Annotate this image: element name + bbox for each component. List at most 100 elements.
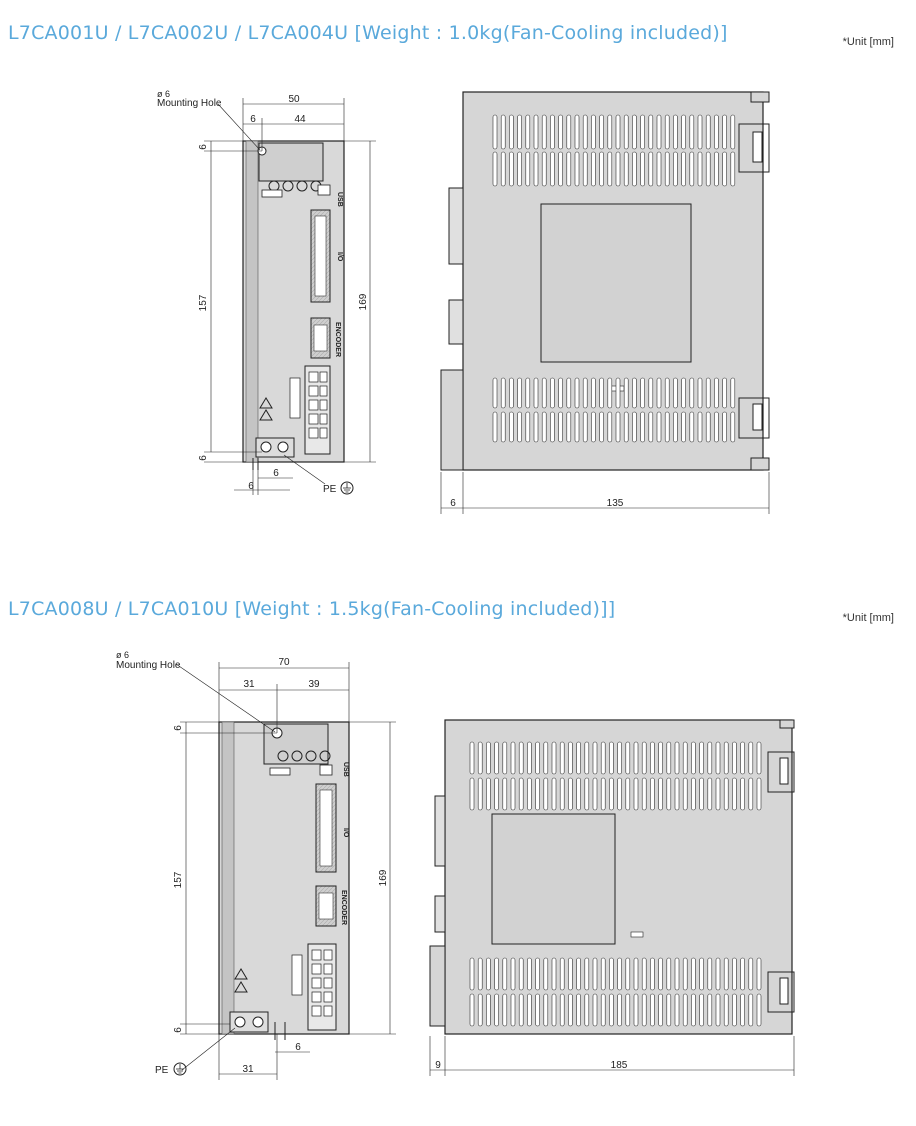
vent-slot: [732, 957, 737, 991]
vent-slot: [541, 377, 547, 409]
dim-2-left: 31: [243, 679, 255, 690]
vent-slot: [656, 411, 662, 443]
dim-2-depth-offset: 9: [435, 1060, 441, 1071]
vent-slot: [518, 993, 524, 1027]
vent-slot: [576, 777, 581, 811]
vent-slot: [477, 993, 483, 1027]
vent-slot: [658, 777, 663, 811]
callout-2-hole-symbol: ø 6: [116, 650, 129, 660]
vent-slot: [551, 993, 557, 1027]
vent-slot: [525, 411, 531, 443]
vent-slot: [699, 741, 704, 775]
dim-1-depth-offset: 6: [450, 498, 456, 509]
front-2-io-label: I/O: [342, 828, 349, 838]
vent-slot: [535, 741, 540, 775]
front-1-io-label: I/O: [336, 252, 343, 262]
dim-2-slot: 6: [295, 1042, 301, 1053]
vent-slot: [574, 151, 580, 187]
vent-slot: [592, 957, 598, 991]
vent-slot: [584, 993, 590, 1027]
vent-slot: [576, 741, 581, 775]
vent-slot: [682, 993, 688, 1027]
vent-slot: [623, 411, 629, 443]
vent-slot: [469, 777, 475, 811]
vent-slot: [722, 151, 727, 187]
vent-slot: [722, 114, 727, 150]
vent-slot: [705, 151, 711, 187]
vent-slot: [541, 114, 547, 150]
vent-slot: [689, 114, 695, 150]
vent-slot: [648, 151, 654, 187]
vent-slot: [492, 411, 498, 443]
vent-slot: [600, 741, 606, 775]
front-2-usb-label: USB: [342, 762, 349, 777]
vent-slot: [673, 114, 678, 150]
vent-slot: [699, 777, 704, 811]
vent-slot: [691, 993, 696, 1027]
vent-slot: [543, 777, 549, 811]
vent-slot: [656, 377, 662, 409]
vent-slot: [469, 957, 475, 991]
dim-2-depth: 185: [611, 1060, 628, 1071]
dim-2-right: 39: [308, 679, 320, 690]
vent-slot: [633, 957, 639, 991]
vent-slot: [609, 741, 614, 775]
front-view-2: [218, 721, 350, 1040]
vent-slot: [486, 777, 491, 811]
vent-slot: [707, 993, 713, 1027]
dim-1-depth: 135: [607, 498, 624, 509]
vent-slot: [615, 114, 621, 150]
vent-slot: [477, 777, 483, 811]
vent-slot: [494, 741, 499, 775]
vent-slot: [582, 151, 588, 187]
vent-slot: [510, 777, 516, 811]
vent-slot: [582, 377, 588, 409]
vent-slot: [666, 957, 672, 991]
vent-slot: [705, 411, 711, 443]
vent-slot: [715, 777, 721, 811]
vent-slot: [723, 777, 729, 811]
vent-slot: [591, 151, 596, 187]
vent-slot: [648, 377, 654, 409]
dim-2-bottom: 6: [173, 1027, 184, 1033]
vent-slot: [477, 957, 483, 991]
vent-slot: [486, 993, 491, 1027]
vent-slot: [502, 957, 508, 991]
vent-slot: [566, 114, 572, 150]
vent-slot: [666, 993, 672, 1027]
vent-slot: [502, 741, 508, 775]
vent-slot: [730, 377, 736, 409]
vent-slot: [535, 777, 540, 811]
vent-slot: [632, 411, 637, 443]
vent-slot: [714, 377, 719, 409]
vent-slot: [691, 957, 696, 991]
vent-slot: [697, 377, 703, 409]
side-dims-2: [429, 1036, 795, 1076]
vent-slot: [510, 957, 516, 991]
dim-1-slot-b: 6: [273, 468, 279, 479]
vent-slot: [566, 411, 572, 443]
vent-slot: [550, 114, 555, 150]
vent-slot: [576, 957, 581, 991]
vent-slot: [730, 151, 736, 187]
vent-slot: [550, 377, 555, 409]
vent-slot: [599, 411, 604, 443]
vent-slot: [533, 377, 539, 409]
vent-slot: [558, 114, 563, 150]
vent-slot: [509, 377, 514, 409]
vent-slot: [568, 741, 573, 775]
vent-slot: [664, 151, 670, 187]
vent-slot: [509, 114, 514, 150]
vent-slot: [527, 993, 532, 1027]
vent-slot: [740, 741, 745, 775]
vent-slot: [633, 741, 639, 775]
vent-slot: [469, 993, 475, 1027]
vent-slot: [559, 993, 565, 1027]
side-dims-1: [440, 472, 770, 514]
vent-slot: [533, 114, 539, 150]
vent-slot: [625, 777, 631, 811]
dim-1-slot-a: 6: [248, 481, 254, 492]
vent-slot: [723, 741, 729, 775]
vent-slot: [615, 377, 621, 409]
